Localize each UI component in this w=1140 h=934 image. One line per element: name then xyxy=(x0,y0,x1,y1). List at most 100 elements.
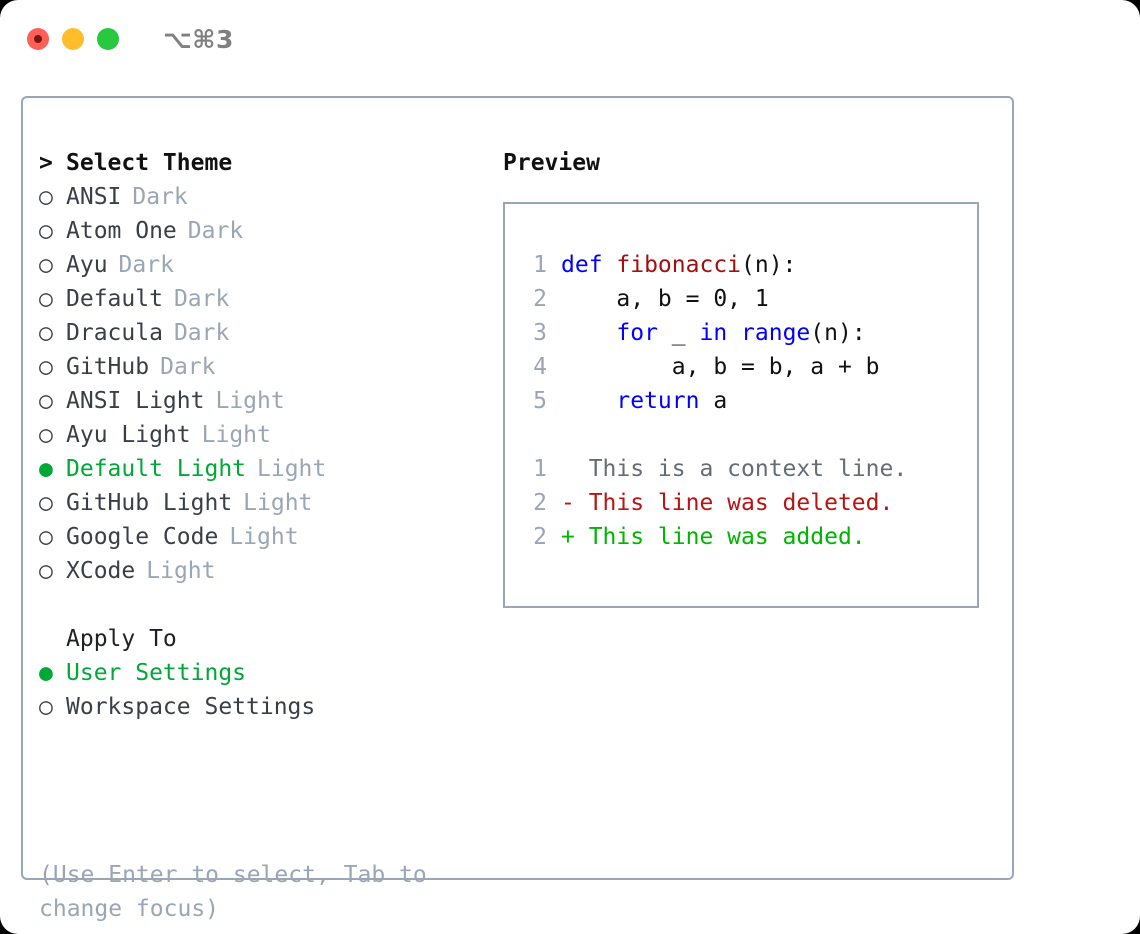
list-spacer xyxy=(39,588,489,622)
diff-line: 2 + This line was added. xyxy=(505,520,977,554)
theme-category-tag: Light xyxy=(243,490,313,516)
theme-option-label: Default Light xyxy=(66,456,247,482)
keyboard-hint-text: (Use Enter to select, Tab to change focu… xyxy=(39,862,427,922)
theme-option-label: Default xyxy=(66,286,163,312)
maximize-button-icon[interactable] xyxy=(97,28,119,50)
radio-unselected-icon: ○ xyxy=(39,184,53,210)
title-bar: ⌥⌘3 xyxy=(0,0,1140,78)
theme-option-label: ANSI xyxy=(66,184,122,210)
apply-to-option-label: User Settings xyxy=(66,660,247,686)
line-number: 2 xyxy=(533,524,547,550)
radio-unselected-icon: ○ xyxy=(39,558,53,584)
theme-option-label: Ayu xyxy=(66,252,108,278)
theme-option-ayu[interactable]: ○ Ayu Dark xyxy=(39,248,489,282)
line-number: 5 xyxy=(533,388,547,414)
apply-to-option-user-settings[interactable]: ● User Settings xyxy=(39,656,489,690)
line-number: 2 xyxy=(533,286,547,312)
theme-category-tag: Light xyxy=(229,524,299,550)
code-token: return xyxy=(616,388,700,414)
theme-category-tag: Dark xyxy=(118,252,174,278)
radio-unselected-icon: ○ xyxy=(39,422,53,448)
radio-unselected-icon: ○ xyxy=(39,694,53,720)
code-line: 2 a, b = 0, 1 xyxy=(505,282,977,316)
theme-category-tag: Dark xyxy=(187,218,244,244)
keyboard-shortcut-label: ⌥⌘3 xyxy=(163,24,234,54)
theme-option-label: ANSI Light xyxy=(66,388,205,414)
page-title: Select Theme xyxy=(66,150,233,176)
line-number: 4 xyxy=(533,354,547,380)
prompt-caret-icon: > xyxy=(39,150,53,176)
theme-category-tag: Dark xyxy=(173,286,230,312)
radio-selected-icon: ● xyxy=(39,456,53,482)
line-number: 2 xyxy=(533,490,547,516)
radio-unselected-icon: ○ xyxy=(39,218,53,244)
line-number: 1 xyxy=(533,456,547,482)
radio-unselected-icon: ○ xyxy=(39,286,53,312)
theme-category-tag: Light xyxy=(146,558,216,584)
code-token: for xyxy=(616,320,658,346)
code-diff-separator xyxy=(505,418,977,452)
close-button-icon[interactable] xyxy=(27,28,49,50)
code-token xyxy=(727,320,741,346)
preview-title: Preview xyxy=(503,150,600,176)
apply-to-heading: Apply To xyxy=(66,626,177,652)
theme-option-label: Dracula xyxy=(66,320,163,346)
theme-option-ayu-light[interactable]: ○ Ayu Light Light xyxy=(39,418,489,452)
diff-sample: 1 This is a context line. 2 - This line wa… xyxy=(505,452,977,554)
code-token: _ xyxy=(657,320,700,346)
code-token: fibonacci xyxy=(616,252,742,278)
theme-option-ansi-light[interactable]: ○ ANSI Light Light xyxy=(39,384,489,418)
code-line: 5 return a xyxy=(505,384,977,418)
theme-option-label: XCode xyxy=(66,558,136,584)
apply-to-option-workspace-settings[interactable]: ○ Workspace Settings xyxy=(39,690,489,724)
radio-unselected-icon: ○ xyxy=(39,354,53,380)
code-token: (n): xyxy=(741,252,797,278)
code-line: 4 a, b = b, a + b xyxy=(505,350,977,384)
code-token: range xyxy=(741,320,811,346)
theme-option-default[interactable]: ○ Default Dark xyxy=(39,282,489,316)
apply-to-option-label: Workspace Settings xyxy=(66,694,316,720)
code-line: 3 for _ in range(n): xyxy=(505,316,977,350)
code-token: def xyxy=(561,252,617,278)
code-token: (n): xyxy=(810,320,866,346)
radio-unselected-icon: ○ xyxy=(39,524,53,550)
code-token: in xyxy=(699,320,728,346)
traffic-light-group xyxy=(27,28,119,50)
select-theme-heading: > Select Theme xyxy=(39,146,489,180)
code-token: a xyxy=(699,388,728,414)
diff-text: - This line was deleted. xyxy=(561,490,894,516)
theme-option-label: Ayu Light xyxy=(66,422,191,448)
theme-category-tag: Light xyxy=(201,422,271,448)
diff-text: This is a context line. xyxy=(561,456,908,482)
radio-selected-icon: ● xyxy=(39,660,53,686)
code-token: a, b = 0, 1 xyxy=(561,286,769,312)
radio-unselected-icon: ○ xyxy=(39,320,53,346)
diff-line: 1 This is a context line. xyxy=(505,452,977,486)
radio-unselected-icon: ○ xyxy=(39,490,53,516)
minimize-button-icon[interactable] xyxy=(62,28,84,50)
apply-to-option-list: ● User Settings ○ Workspace Settings xyxy=(39,656,489,724)
radio-unselected-icon: ○ xyxy=(39,252,53,278)
theme-option-xcode[interactable]: ○ XCode Light xyxy=(39,554,489,588)
diff-text: + This line was added. xyxy=(561,524,866,550)
theme-option-label: GitHub xyxy=(66,354,150,380)
code-token: a, b = b, a + b xyxy=(561,354,880,380)
theme-category-tag: Light xyxy=(257,456,327,482)
radio-unselected-icon: ○ xyxy=(39,388,53,414)
theme-option-default-light[interactable]: ● Default Light Light xyxy=(39,452,489,486)
theme-category-tag: Light xyxy=(215,388,285,414)
